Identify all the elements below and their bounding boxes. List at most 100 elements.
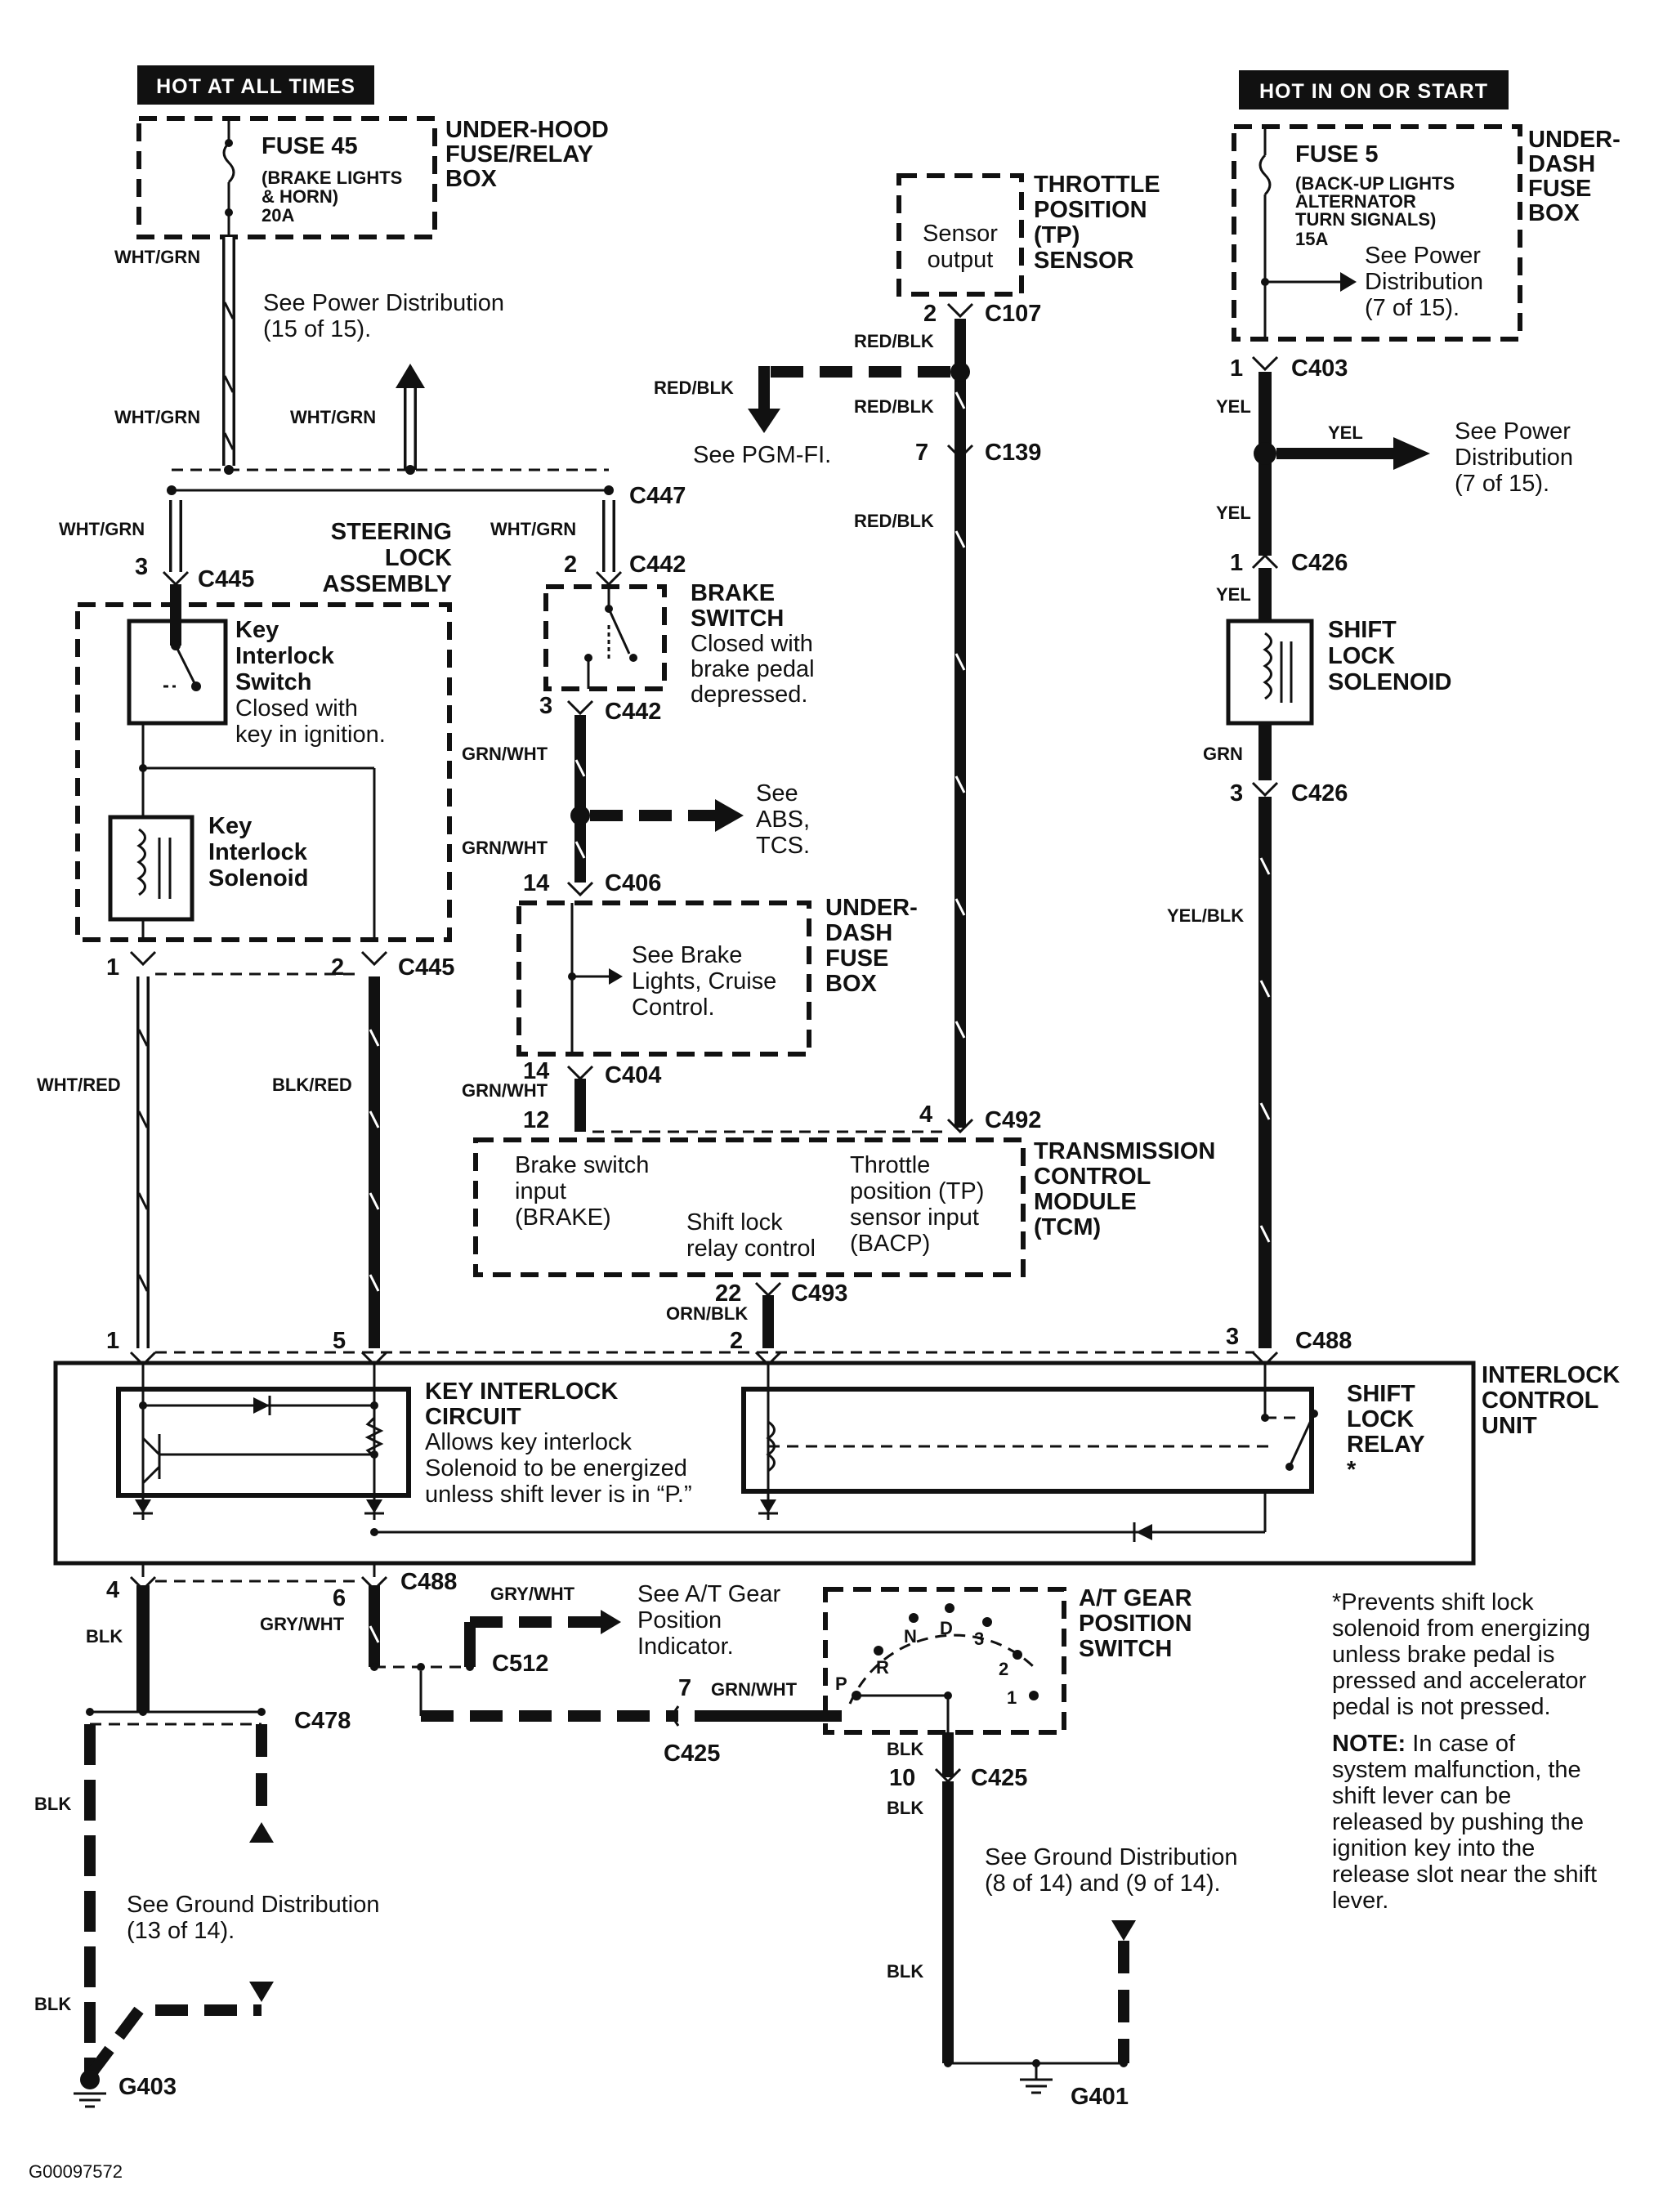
svg-text:15A: 15A (1295, 229, 1328, 249)
svg-text:3: 3 (1230, 780, 1243, 807)
wire-label: GRN/WHT (462, 838, 548, 858)
connector-c493: C493 (791, 1280, 847, 1307)
wire-label: YEL (1216, 396, 1251, 417)
svg-text:LOCK: LOCK (385, 545, 452, 571)
svg-text:1: 1 (106, 954, 119, 981)
svg-text:Closed with: Closed with (235, 695, 358, 722)
svg-text:UNDER-: UNDER- (825, 895, 918, 921)
svg-text:position (TP): position (TP) (850, 1178, 984, 1204)
svg-text:STEERING: STEERING (331, 519, 452, 545)
svg-text:A/T GEAR: A/T GEAR (1079, 1585, 1192, 1611)
see-pgm-fi: See PGM-FI. (693, 442, 831, 468)
svg-text:BOX: BOX (1528, 200, 1580, 226)
wire-label: BLK (86, 1626, 123, 1647)
svg-text:depressed.: depressed. (691, 681, 808, 708)
svg-text:Distribution: Distribution (1455, 445, 1573, 471)
svg-text:CONTROL: CONTROL (1482, 1388, 1598, 1414)
connector-c488-bottom: C488 (400, 1569, 457, 1595)
brake-switch: BRAKE SWITCH Closed with brake pedal dep… (543, 580, 815, 708)
svg-text:See Brake: See Brake (632, 942, 742, 968)
key-interlock-solenoid (108, 815, 194, 922)
svg-text:4: 4 (919, 1102, 932, 1128)
svg-text:(TCM): (TCM) (1034, 1214, 1101, 1240)
svg-text:solenoid from energizing: solenoid from energizing (1332, 1615, 1590, 1642)
svg-text:pressed and accelerator: pressed and accelerator (1332, 1668, 1586, 1694)
connector-c426-bottom: C426 (1291, 780, 1348, 807)
wire-label: GRN/WHT (462, 1080, 548, 1101)
see-ground-distribution-8: See Ground Distribution (985, 1844, 1238, 1870)
svg-text:14: 14 (523, 870, 549, 896)
svg-text:Shift lock: Shift lock (686, 1209, 783, 1236)
svg-text:Brake switch: Brake switch (515, 1152, 649, 1178)
svg-text:Allows key interlock: Allows key interlock (425, 1429, 633, 1455)
svg-text:Solenoid: Solenoid (208, 865, 308, 892)
svg-text:NOTE: In case of: NOTE: In case of (1332, 1731, 1516, 1757)
wire-label: WHT/GRN (59, 519, 145, 539)
svg-text:BOX: BOX (825, 971, 878, 997)
connector-c445-bottom: C445 (398, 954, 454, 981)
header-hot-at-all-times: HOT AT ALL TIMES (137, 65, 374, 105)
wire-label: BLK (887, 1739, 923, 1759)
svg-text:2: 2 (999, 1659, 1008, 1679)
svg-text:1: 1 (1007, 1687, 1017, 1708)
svg-text:RELAY: RELAY (1347, 1432, 1425, 1458)
wire-label: YEL/BLK (1167, 905, 1244, 926)
connector-c442: C442 (629, 552, 686, 578)
yel-wire (1254, 372, 1430, 556)
svg-text:lever.: lever. (1332, 1888, 1388, 1914)
svg-text:input: input (515, 1178, 566, 1204)
svg-text:R: R (876, 1657, 889, 1678)
footnote-prevents: *Prevents shift lock solenoid from energ… (1332, 1589, 1590, 1720)
red-blk-wire-tp (748, 319, 970, 1128)
wht-grn-wire-branch (396, 364, 425, 470)
svg-text:Solenoid to be energized: Solenoid to be energized (425, 1455, 687, 1481)
under-dash-fuse-box-middle: See Brake Lights, Cruise Control. UNDER-… (516, 895, 918, 1057)
connector-c403: C403 (1291, 355, 1348, 382)
grn-wht-wire-brake (570, 715, 744, 883)
wire-label: WHT/GRN (114, 247, 200, 267)
shift-lock-solenoid: SHIFT LOCK SOLENOID (1226, 617, 1451, 726)
svg-text:7: 7 (678, 1675, 691, 1701)
svg-text:(8 of 14) and (9 of 14).: (8 of 14) and (9 of 14). (985, 1870, 1221, 1897)
wire-label: BLK (34, 1994, 71, 2014)
svg-text:Lights, Cruise: Lights, Cruise (632, 968, 776, 994)
diode-icon (366, 1499, 382, 1513)
svg-text:UNIT: UNIT (1482, 1413, 1537, 1439)
svg-text:KEY INTERLOCK: KEY INTERLOCK (425, 1379, 618, 1405)
svg-text:(BACP): (BACP) (850, 1231, 930, 1257)
ground-network-left (74, 1700, 274, 2108)
svg-text:TCS.: TCS. (756, 833, 810, 859)
svg-text:Interlock: Interlock (208, 839, 308, 865)
svg-text:D: D (940, 1618, 953, 1638)
svg-text:1: 1 (1230, 355, 1243, 382)
wire-label: GRN/WHT (711, 1679, 798, 1700)
blk-wire-right (942, 1781, 1136, 2094)
at-gear-position-switch: P R N D 3 2 1 A/T GEAR POSITION SWITCH (823, 1585, 1192, 1735)
svg-text:MODULE: MODULE (1034, 1189, 1137, 1215)
svg-text:FUSE 45: FUSE 45 (262, 133, 358, 159)
wire-label: YEL (1216, 503, 1251, 523)
svg-text:See Power: See Power (1365, 243, 1481, 269)
svg-text:POSITION: POSITION (1034, 197, 1147, 223)
ground-g401: G401 (1071, 2084, 1129, 2110)
svg-text:FUSE 5: FUSE 5 (1295, 141, 1379, 168)
connector-c447: C447 (629, 483, 686, 509)
svg-text:UNDER-HOOD: UNDER-HOOD (445, 117, 609, 143)
wire-label: ORN/BLK (666, 1303, 748, 1324)
svg-text:N: N (904, 1626, 917, 1647)
svg-text:FUSE: FUSE (825, 945, 888, 972)
tp-sensor: Sensor output THROTTLE POSITION (TP) SEN… (896, 172, 1160, 297)
header-hot-in-on-or-start: HOT IN ON OR START (1239, 70, 1509, 109)
svg-text:unless brake pedal is: unless brake pedal is (1332, 1642, 1554, 1668)
svg-text:Control.: Control. (632, 994, 715, 1021)
svg-text:sensor input: sensor input (850, 1204, 979, 1231)
see-ground-distribution-13: See Ground Distribution (127, 1892, 380, 1918)
svg-text:FUSE/RELAY: FUSE/RELAY (445, 141, 593, 168)
wire-label: WHT/GRN (490, 519, 576, 539)
note-malfunction: NOTE: In case of system malfunction, the… (1332, 1731, 1597, 1914)
fuse-icon (1258, 154, 1272, 196)
svg-text:Throttle: Throttle (850, 1152, 930, 1178)
blk-red-wire (369, 976, 380, 1348)
wire-label: GRN (1203, 744, 1243, 764)
